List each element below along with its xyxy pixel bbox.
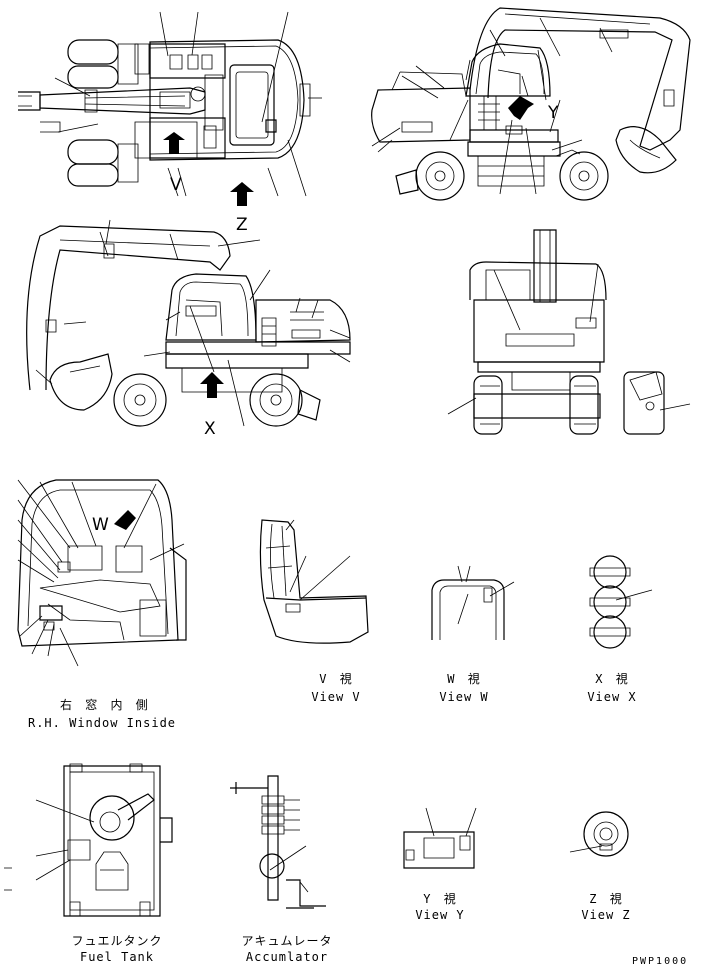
arrow-z-icon <box>230 182 254 206</box>
view-y-caption-jp: Y 視 <box>423 892 459 906</box>
fuel-tank-caption-jp: フュエルタンク <box>71 934 163 948</box>
accumulator-view <box>230 776 326 908</box>
view-z-caption-en: View Z <box>581 908 631 922</box>
accumulator-caption-jp: アキュムレータ <box>241 934 333 948</box>
view-y-panel <box>404 808 476 868</box>
drawing-code: PWP1000 <box>632 956 689 967</box>
view-x-caption-jp: X 視 <box>595 672 631 686</box>
right-side-view-machine <box>372 8 690 200</box>
view-letter-y-main: Y <box>548 103 559 123</box>
view-y-caption-en: View Y <box>415 908 465 922</box>
window-caption-en: R.H. Window Inside <box>27 716 177 730</box>
view-w-caption-jp: W 視 <box>447 672 483 686</box>
view-w-caption-en: View W <box>439 690 489 704</box>
cab-interior-view <box>18 480 186 666</box>
view-x-caption-en: View X <box>587 690 637 704</box>
left-side-view-machine <box>27 220 350 426</box>
front-view-machine <box>448 230 690 434</box>
accumulator-caption-en: Accumlator <box>245 950 329 964</box>
view-v-caption-jp: V 視 <box>319 672 355 686</box>
view-letter-x-main: X <box>204 419 216 439</box>
top-view-machine <box>18 12 322 196</box>
window-caption-jp: 右 窓 内 側 <box>60 698 151 712</box>
view-z-cap <box>570 812 628 856</box>
view-x-valve <box>590 556 652 648</box>
view-letter-z-main: Z <box>236 215 248 235</box>
view-letter-v-main: V <box>170 175 182 195</box>
view-z-caption-jp: Z 視 <box>589 892 625 906</box>
view-v-seat <box>260 520 368 643</box>
fuel-tank-view <box>4 764 172 916</box>
view-w-window <box>432 566 514 640</box>
view-v-caption-en: View V <box>311 690 361 704</box>
view-letter-w-main: W <box>92 515 109 535</box>
fuel-tank-caption-en: Fuel Tank <box>79 950 155 964</box>
